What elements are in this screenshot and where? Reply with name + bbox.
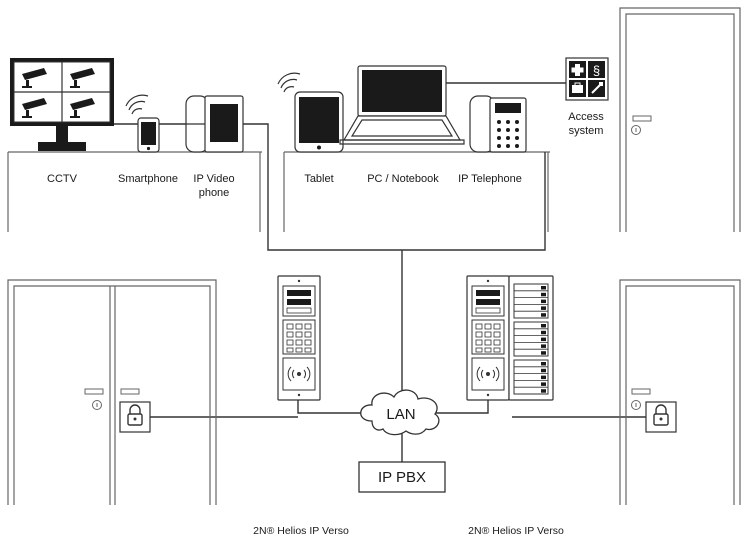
label-ip-telephone: IP Telephone <box>458 173 522 185</box>
label-ip-pbx: IP PBX <box>378 469 426 486</box>
label-tablet: Tablet <box>304 173 333 185</box>
label-verso-left: 2N® Helios IP Verso <box>253 525 349 537</box>
label-lan: LAN <box>386 406 415 423</box>
lan-cloud-icon <box>360 389 440 436</box>
label-access-system-1: Access <box>568 111 604 123</box>
access-system-icon: § <box>565 57 609 101</box>
notebook-icon <box>339 65 465 145</box>
double-door-left <box>7 279 217 505</box>
lock-left-icon <box>119 401 151 433</box>
door-bottom-right <box>619 279 741 505</box>
label-cctv: CCTV <box>47 173 78 185</box>
label-access-system-2: system <box>569 125 604 137</box>
label-pc-notebook: PC / Notebook <box>367 173 439 185</box>
helios-verso-left-device <box>277 275 321 401</box>
ip-telephone-icon <box>469 95 527 153</box>
ip-pbx-box <box>358 461 446 493</box>
helios-verso-right-device <box>466 275 554 401</box>
ip-video-phone-icon <box>185 95 244 153</box>
label-smartphone: Smartphone <box>118 173 178 185</box>
cctv-monitor-icon <box>10 58 114 151</box>
svg-text:§: § <box>593 63 600 78</box>
label-verso-right: 2N® Helios IP Verso <box>468 525 564 537</box>
smartphone-icon <box>125 94 160 153</box>
door-top-right <box>619 7 741 232</box>
label-ip-video-phone-1: IP Video <box>193 173 234 185</box>
lock-right-icon <box>645 401 677 433</box>
desk-right <box>283 151 550 232</box>
label-ip-video-phone-2: phone <box>199 187 230 199</box>
tablet-icon <box>277 72 344 153</box>
